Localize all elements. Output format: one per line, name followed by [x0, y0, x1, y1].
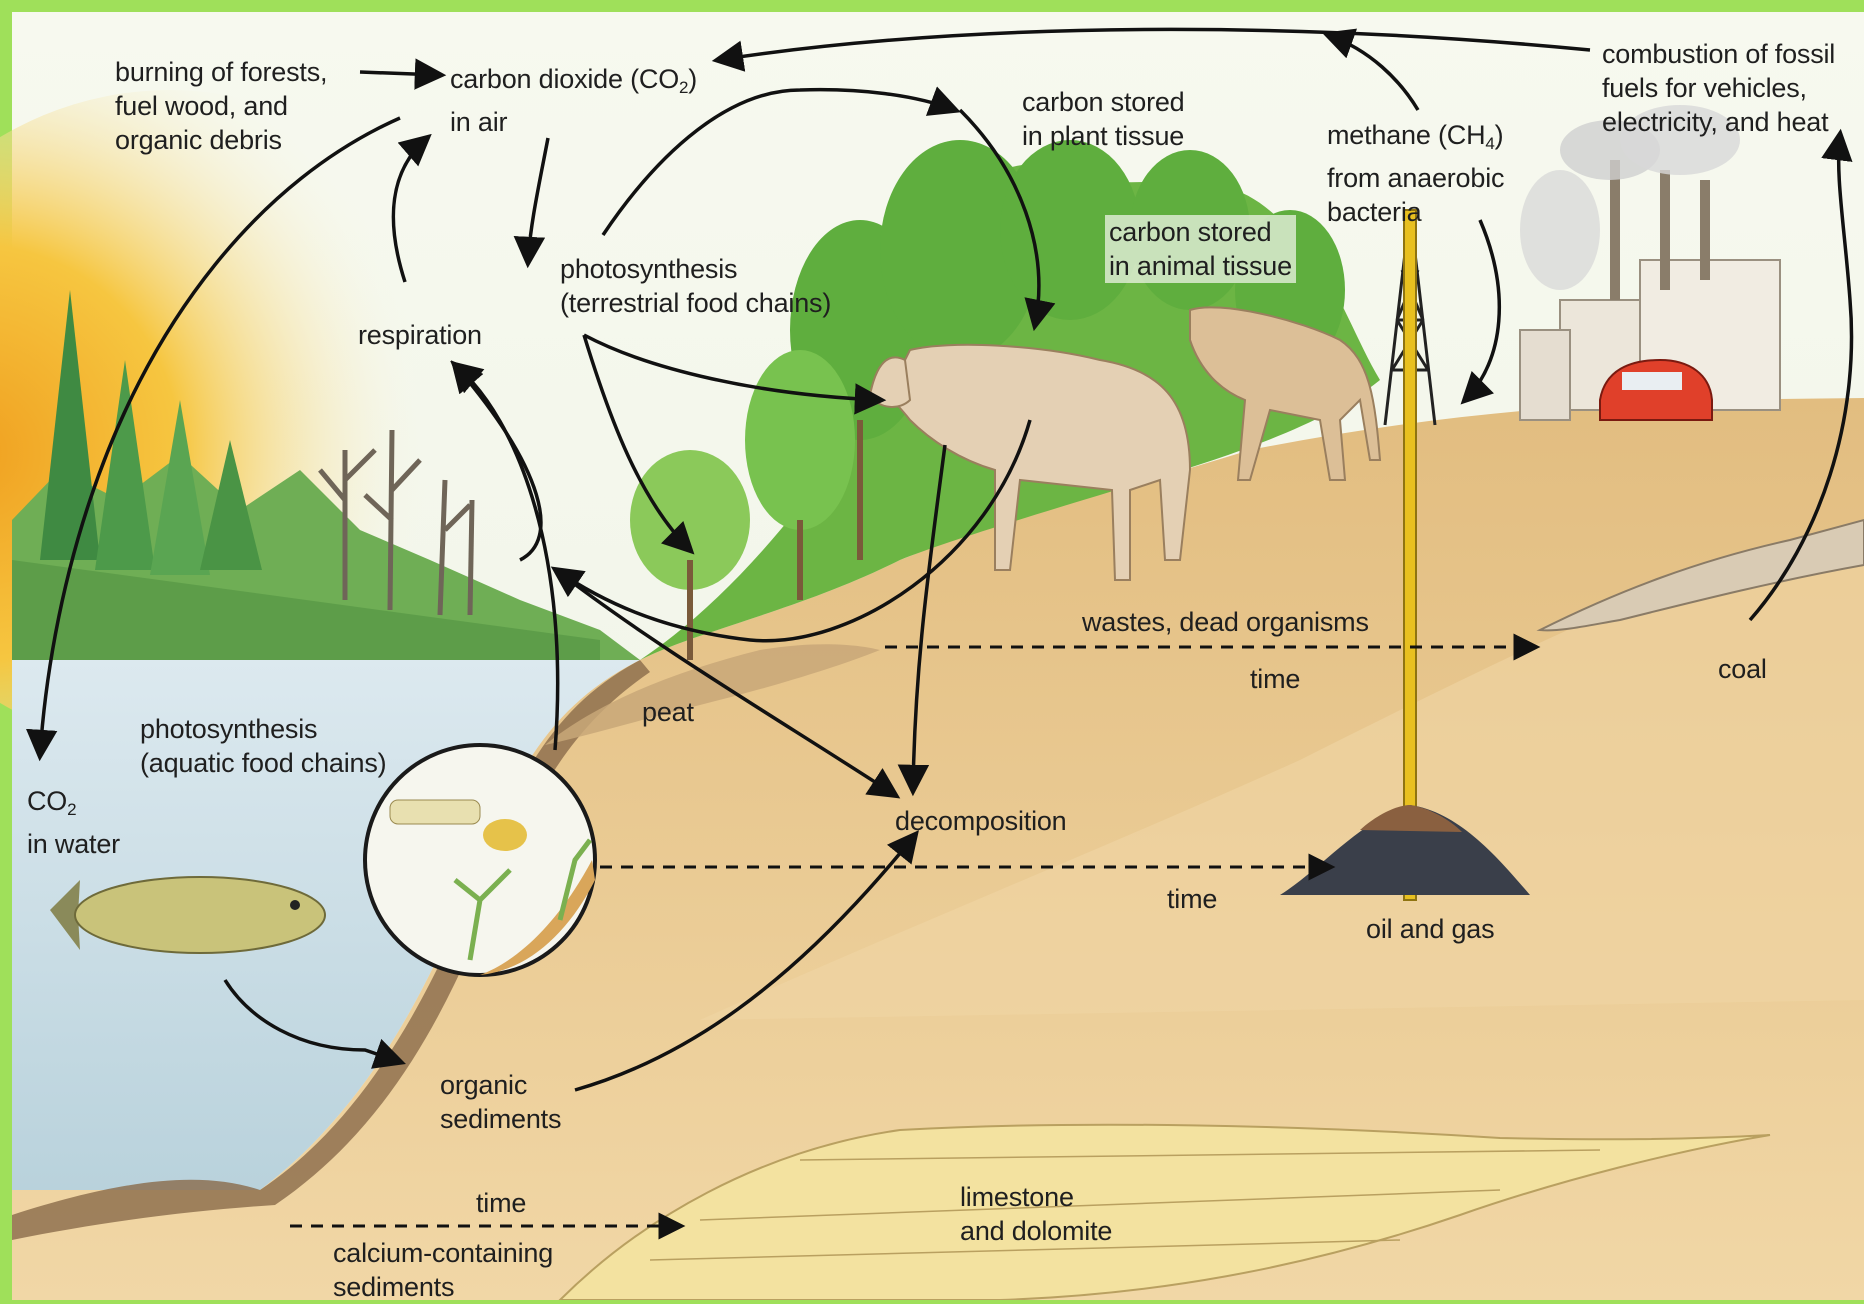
label-burning: burning of forests, fuel wood, and organ…: [115, 55, 327, 157]
label-burning-line-1: burning of forests,: [115, 55, 327, 89]
label-time-calcium: time: [476, 1186, 526, 1220]
label-time-wastes: time: [1250, 662, 1300, 696]
label-photo-terr-line-2: (terrestrial food chains): [560, 286, 831, 320]
label-combustion: combustion of fossil fuels for vehicles,…: [1602, 37, 1835, 139]
label-combustion-line-2: fuels for vehicles,: [1602, 71, 1835, 105]
label-methane-line-1: methane (CH4): [1327, 118, 1504, 161]
label-co2-water-line-1: CO2: [27, 784, 120, 827]
label-calcium-line-2: sediments: [333, 1270, 553, 1304]
label-photosynthesis-aquatic: photosynthesis (aquatic food chains): [140, 712, 386, 780]
label-co2-air-line-1: carbon dioxide (CO2): [450, 62, 697, 105]
label-co2-air: carbon dioxide (CO2) in air: [450, 62, 697, 139]
plankton-inset-icon: [365, 745, 595, 975]
label-plant-tissue: carbon stored in plant tissue: [1022, 85, 1185, 153]
label-photo-terr-line-1: photosynthesis: [560, 252, 831, 286]
label-limestone: limestone and dolomite: [960, 1180, 1112, 1248]
label-peat: peat: [642, 695, 694, 729]
label-calcium-sediments: calcium-containing sediments: [333, 1236, 553, 1304]
label-burning-line-2: fuel wood, and: [115, 89, 327, 123]
label-photosynthesis-terrestrial: photosynthesis (terrestrial food chains): [560, 252, 831, 320]
label-organic-sed-line-2: sediments: [440, 1102, 561, 1136]
label-combustion-line-3: electricity, and heat: [1602, 105, 1835, 139]
label-co2-air-line-2: in air: [450, 105, 697, 139]
label-combustion-line-1: combustion of fossil: [1602, 37, 1835, 71]
label-methane: methane (CH4) from anaerobic bacteria: [1327, 118, 1504, 229]
label-plant-line-2: in plant tissue: [1022, 119, 1185, 153]
label-animal-line-1: carbon stored: [1109, 215, 1292, 249]
label-burning-line-3: organic debris: [115, 123, 327, 157]
label-oil-gas: oil and gas: [1366, 912, 1494, 946]
label-calcium-line-1: calcium-containing: [333, 1236, 553, 1270]
label-limestone-line-1: limestone: [960, 1180, 1112, 1214]
oil-pipe: [1404, 210, 1416, 900]
label-methane-line-3: bacteria: [1327, 195, 1504, 229]
label-co2-water: CO2 in water: [27, 784, 120, 861]
label-limestone-line-2: and dolomite: [960, 1214, 1112, 1248]
label-photo-aquatic-line-2: (aquatic food chains): [140, 746, 386, 780]
label-animal-tissue: carbon stored in animal tissue: [1105, 215, 1296, 283]
label-time-oil: time: [1167, 882, 1217, 916]
label-organic-sed-line-1: organic: [440, 1068, 561, 1102]
label-co2-water-line-2: in water: [27, 827, 120, 861]
label-animal-line-2: in animal tissue: [1109, 249, 1292, 283]
label-organic-sediments: organic sediments: [440, 1068, 561, 1136]
label-plant-line-1: carbon stored: [1022, 85, 1185, 119]
label-respiration: respiration: [358, 318, 482, 352]
label-decomposition: decomposition: [895, 804, 1067, 838]
label-methane-line-2: from anaerobic: [1327, 161, 1504, 195]
label-photo-aquatic-line-1: photosynthesis: [140, 712, 386, 746]
label-wastes: wastes, dead organisms: [1082, 605, 1369, 639]
label-coal: coal: [1718, 652, 1767, 686]
